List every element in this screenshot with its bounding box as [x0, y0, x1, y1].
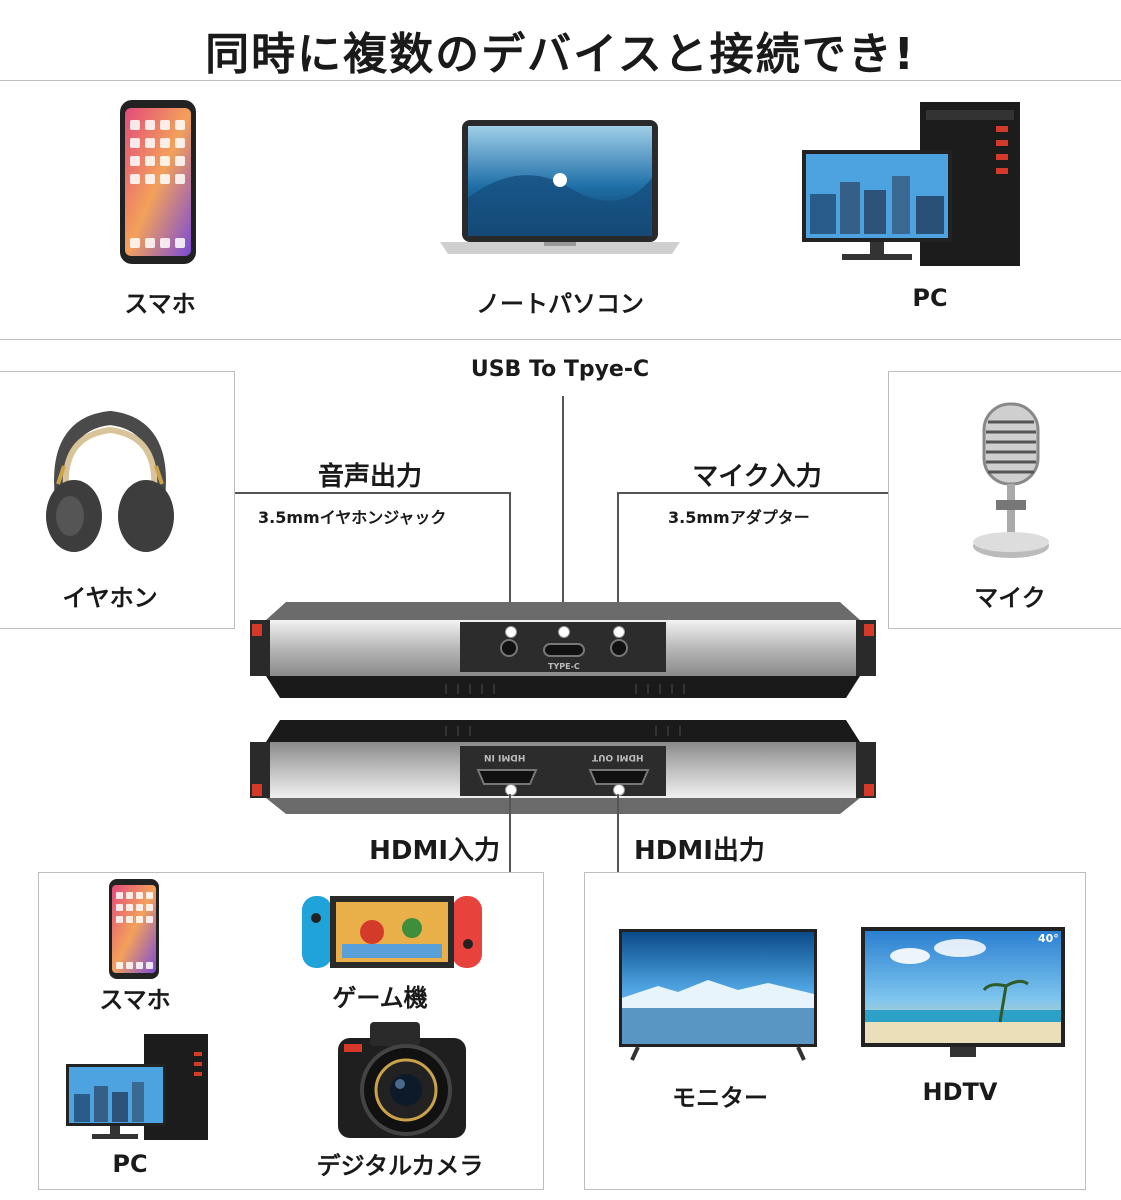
page-title: 同時に複数のデバイスと接続でき!	[205, 29, 916, 80]
output-monitor-label: モニター	[672, 1084, 768, 1112]
capture-device-icon	[250, 602, 876, 698]
input-phone-label: スマホ	[99, 986, 171, 1014]
desktop-pc-icon	[802, 102, 1020, 266]
mic-port-dot	[613, 626, 625, 638]
mic-in-line-v	[617, 492, 619, 632]
port-hdmi-out-label: HDMI OUT	[592, 752, 644, 762]
smartphone-icon	[120, 100, 196, 264]
laptop-icon	[440, 120, 680, 254]
capture-device-hdmi-icon	[250, 720, 876, 814]
port-hdmi-in-label: HDMI IN	[484, 752, 526, 762]
hdmi-in-line	[509, 794, 511, 872]
hdmi-out-port-dot	[613, 784, 625, 796]
input-desktop-pc-icon	[66, 1034, 208, 1140]
monitor-icon	[619, 929, 817, 1061]
input-camera-label: デジタルカメラ	[316, 1152, 484, 1180]
top-pc-label: PC	[912, 284, 948, 312]
mic-in-sublabel: 3.5mmアダプター	[668, 508, 810, 527]
usb-connector-line	[562, 396, 564, 632]
microphone-icon	[973, 402, 1049, 558]
audio-out-sublabel: 3.5mmイヤホンジャック	[258, 508, 447, 527]
audio-port-dot	[505, 626, 517, 638]
mic-label: マイク	[974, 584, 1046, 612]
top-phone-label: スマホ	[124, 290, 196, 318]
hdmi-in-port-dot	[505, 784, 517, 796]
tv-icon	[861, 927, 1065, 1057]
audio-out-line-h	[235, 492, 511, 494]
audio-out-label: 音声出力	[317, 462, 422, 492]
usb-label: USB To Tpye-C	[470, 357, 650, 382]
game-console-icon	[302, 896, 482, 968]
hdmi-out-label: HDMI出力	[634, 836, 765, 866]
hdmi-out-line	[617, 794, 619, 872]
headphones-icon	[46, 410, 174, 552]
port-type-c-label: TYPE-C	[548, 662, 580, 671]
input-pc-label: PC	[112, 1150, 148, 1178]
input-smartphone-icon	[109, 879, 159, 979]
output-hdtv-label: HDTV	[922, 1078, 998, 1106]
camera-icon	[338, 1022, 466, 1138]
audio-out-line-v	[509, 492, 511, 632]
top-laptop-label: ノートパソコン	[476, 290, 644, 318]
tv-badge: 40°	[1038, 932, 1059, 945]
usb-port-dot	[558, 626, 570, 638]
hdmi-in-label: HDMI入力	[369, 836, 500, 866]
mic-in-line-h	[617, 492, 888, 494]
input-game-label: ゲーム機	[332, 984, 428, 1012]
earphone-label: イヤホン	[62, 584, 158, 612]
mic-in-label: マイク入力	[692, 462, 822, 492]
